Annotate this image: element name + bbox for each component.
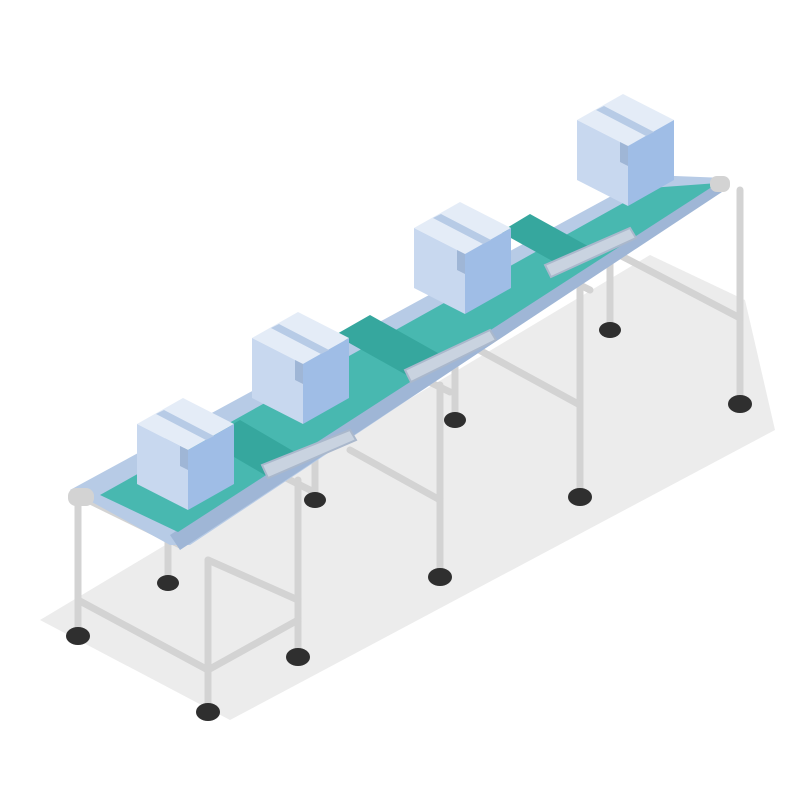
belt-joint [543, 226, 638, 279]
cardboard-box [414, 202, 511, 314]
end-roller-back [710, 176, 730, 192]
wheel [444, 412, 466, 428]
wheel [428, 568, 452, 586]
wheel [599, 322, 621, 338]
cardboard-box [577, 94, 674, 206]
wheel [568, 488, 592, 506]
end-roller-front [68, 488, 94, 506]
floor-shadow [40, 255, 775, 720]
belt-joints [260, 226, 638, 480]
wheel [286, 648, 310, 666]
wheel [196, 703, 220, 721]
wheel [66, 627, 90, 645]
belt-joint [403, 328, 498, 384]
wheel [728, 395, 752, 413]
cardboard-box [137, 398, 234, 510]
belt-band [335, 315, 445, 377]
belt-joint [260, 428, 358, 480]
cardboard-box [252, 312, 349, 424]
wheel [304, 492, 326, 508]
wheel [157, 575, 179, 591]
wheels [66, 322, 752, 721]
